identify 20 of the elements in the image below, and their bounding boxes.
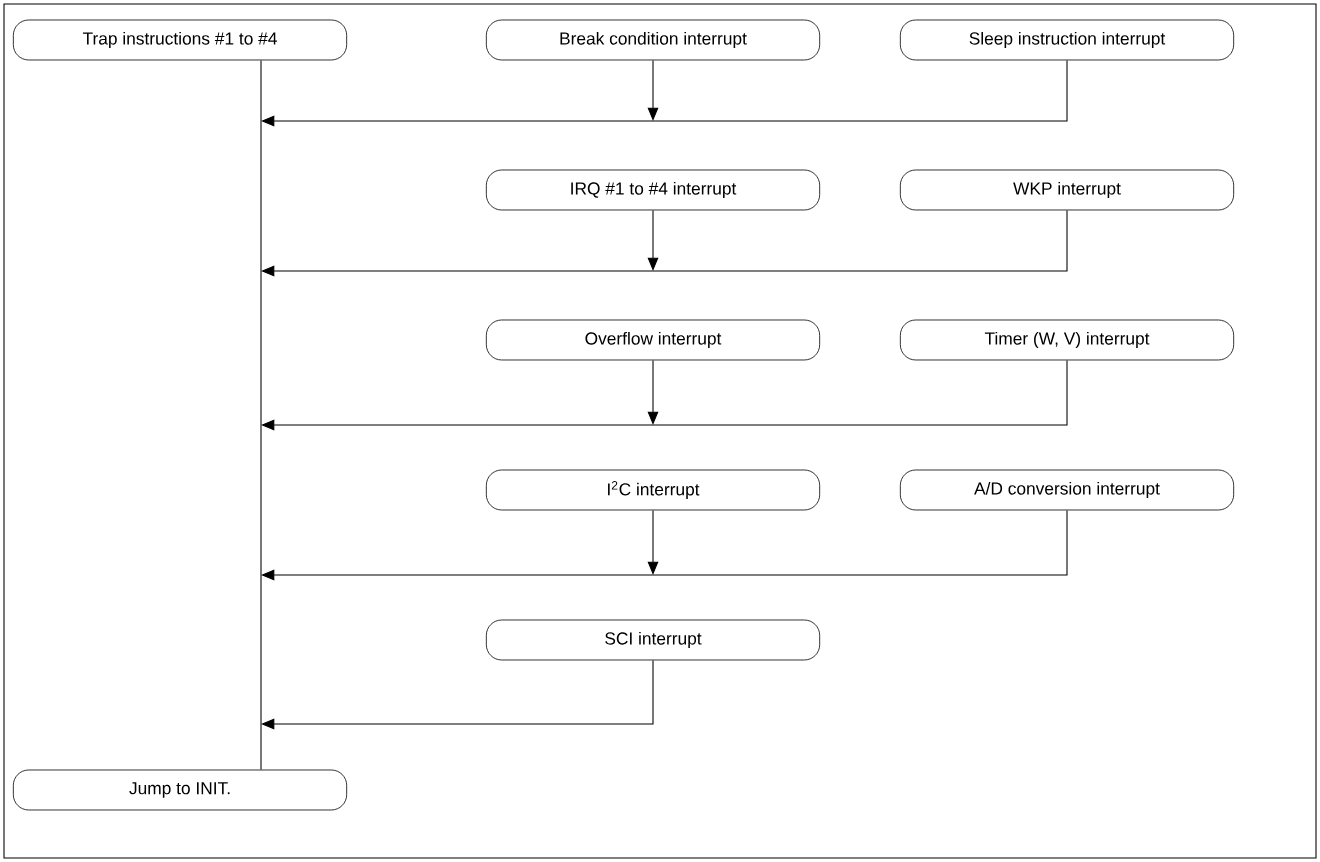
- terminal-box: A/D conversion interrupt: [899, 469, 1235, 511]
- terminal-box: I$^{2}$C interrupt: [485, 469, 821, 511]
- arrow: [261, 659, 654, 730]
- arrow: [261, 509, 1068, 581]
- arrow: [261, 359, 1068, 431]
- arrow: [647, 59, 659, 121]
- terminal-box: Trap instructions #1 to #4: [12, 19, 348, 61]
- arrow: [261, 209, 1068, 277]
- terminal-box: SCI interrupt: [485, 619, 821, 661]
- terminal-box: Break condition interrupt: [485, 19, 821, 61]
- arrow: [647, 209, 659, 271]
- terminal-box: WKP interrupt: [899, 169, 1235, 211]
- terminal-box: Sleep instruction interrupt: [899, 19, 1235, 61]
- terminal-box: Timer (W, V) interrupt: [899, 319, 1235, 361]
- arrow: [261, 59, 1068, 127]
- terminal-box: Jump to INIT.: [12, 769, 348, 811]
- terminal-box: Overflow interrupt: [485, 319, 821, 361]
- arrow: [647, 509, 659, 575]
- arrow: [647, 359, 659, 425]
- terminal-box: IRQ #1 to #4 interrupt: [485, 169, 821, 211]
